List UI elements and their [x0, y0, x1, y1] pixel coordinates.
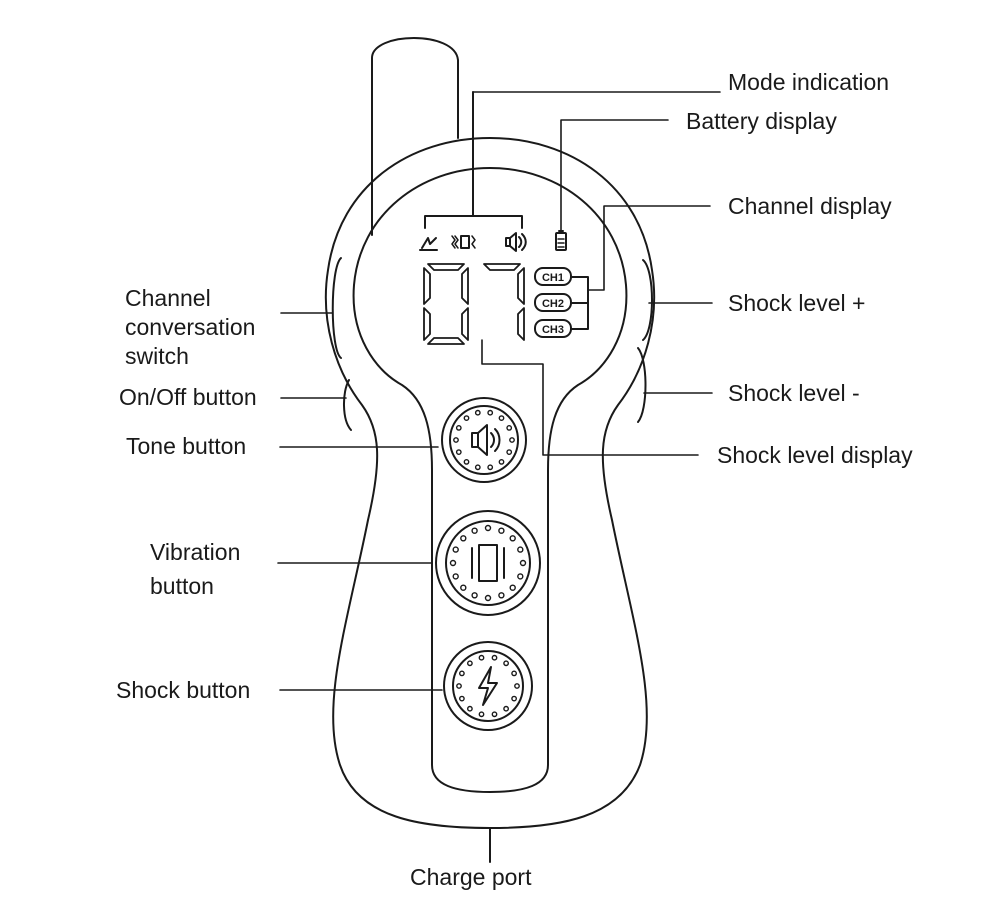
channel-switch-button: [331, 257, 342, 359]
button-dot: [517, 546, 524, 553]
label-charge-port: Charge port: [410, 864, 532, 890]
label-shock-level-plus: Shock level +: [728, 290, 866, 316]
tone-button: [441, 397, 527, 483]
button-dot: [478, 654, 485, 661]
button-dot: [484, 524, 492, 532]
button-dot: [449, 559, 457, 567]
button-dot: [511, 695, 517, 702]
button-dot: [458, 695, 465, 702]
remote-body-outline: [324, 137, 656, 829]
speaker-mode-icon: [505, 232, 527, 252]
button-dot: [474, 409, 481, 416]
button-dot: [466, 705, 473, 712]
button-dot: [519, 559, 527, 567]
lcd-digits: [423, 263, 525, 345]
channel-label-1: CH1: [542, 272, 564, 284]
speaker-icon: [471, 424, 501, 456]
button-dot: [506, 424, 513, 431]
button-dot: [460, 535, 467, 542]
label-shock-button: Shock button: [116, 677, 251, 703]
button-dot: [471, 592, 478, 599]
on-off-button: [343, 379, 352, 431]
button-dot: [498, 527, 505, 534]
button-dot: [491, 711, 498, 718]
button-dot: [487, 464, 494, 471]
shock-level-plus-button: [642, 259, 653, 341]
label-tone-button: Tone button: [126, 433, 247, 459]
label-shock-level-minus: Shock level -: [728, 380, 860, 406]
button-dot: [491, 654, 498, 661]
button-dot: [452, 573, 459, 580]
button-dot: [484, 594, 492, 602]
button-dot: [453, 437, 459, 443]
button-dot: [463, 458, 470, 465]
button-dot: [506, 449, 513, 455]
button-dot: [517, 573, 524, 580]
button-dot: [511, 670, 517, 677]
battery-icon: [555, 230, 567, 251]
antenna: [371, 37, 459, 236]
button-dot: [456, 683, 462, 689]
button-dot: [498, 592, 505, 599]
vibration-button: [435, 510, 541, 616]
shock-button: [443, 641, 533, 731]
button-dot: [514, 683, 520, 689]
label-battery-display: Battery display: [686, 108, 837, 134]
button-dot: [478, 711, 485, 718]
lightning-icon: [478, 666, 498, 706]
channel-label-2: CH2: [542, 298, 564, 310]
button-dot: [509, 437, 515, 443]
lightning-mode-icon: [421, 237, 437, 249]
label-on-off-button: On/Off button: [119, 384, 257, 410]
button-dot: [487, 409, 494, 416]
button-dots: [449, 409, 527, 718]
mode-bracket: [424, 215, 523, 229]
label-channel-switch: Channel conversation switch: [125, 285, 256, 369]
channel-label-3: CH3: [542, 324, 564, 336]
button-dot: [474, 464, 481, 471]
button-dot: [455, 449, 462, 455]
label-mode-indication: Mode indication: [728, 69, 890, 95]
vibration-mode-icon: [451, 235, 476, 249]
button-dot: [452, 546, 459, 553]
channel-bracket: [570, 276, 589, 330]
vibration-icon: [471, 544, 505, 582]
button-dot: [498, 458, 505, 465]
label-shock-level-display: Shock level display: [717, 442, 913, 468]
button-dot: [509, 584, 516, 591]
button-dot: [503, 660, 509, 667]
label-vibration-button: Vibration button: [150, 539, 241, 599]
button-dot: [471, 527, 478, 534]
button-dot: [455, 424, 462, 431]
button-dot: [463, 415, 470, 421]
button-dot: [466, 660, 473, 667]
label-channel-display: Channel display: [728, 193, 892, 219]
button-dot: [498, 415, 505, 421]
button-dot: [503, 705, 509, 712]
leader-lines: [277, 91, 721, 691]
button-dot: [458, 670, 465, 677]
remote-face-outline: [352, 167, 628, 793]
button-dot: [460, 584, 467, 591]
shock-level-minus-button: [637, 347, 647, 423]
button-dot: [509, 535, 516, 542]
